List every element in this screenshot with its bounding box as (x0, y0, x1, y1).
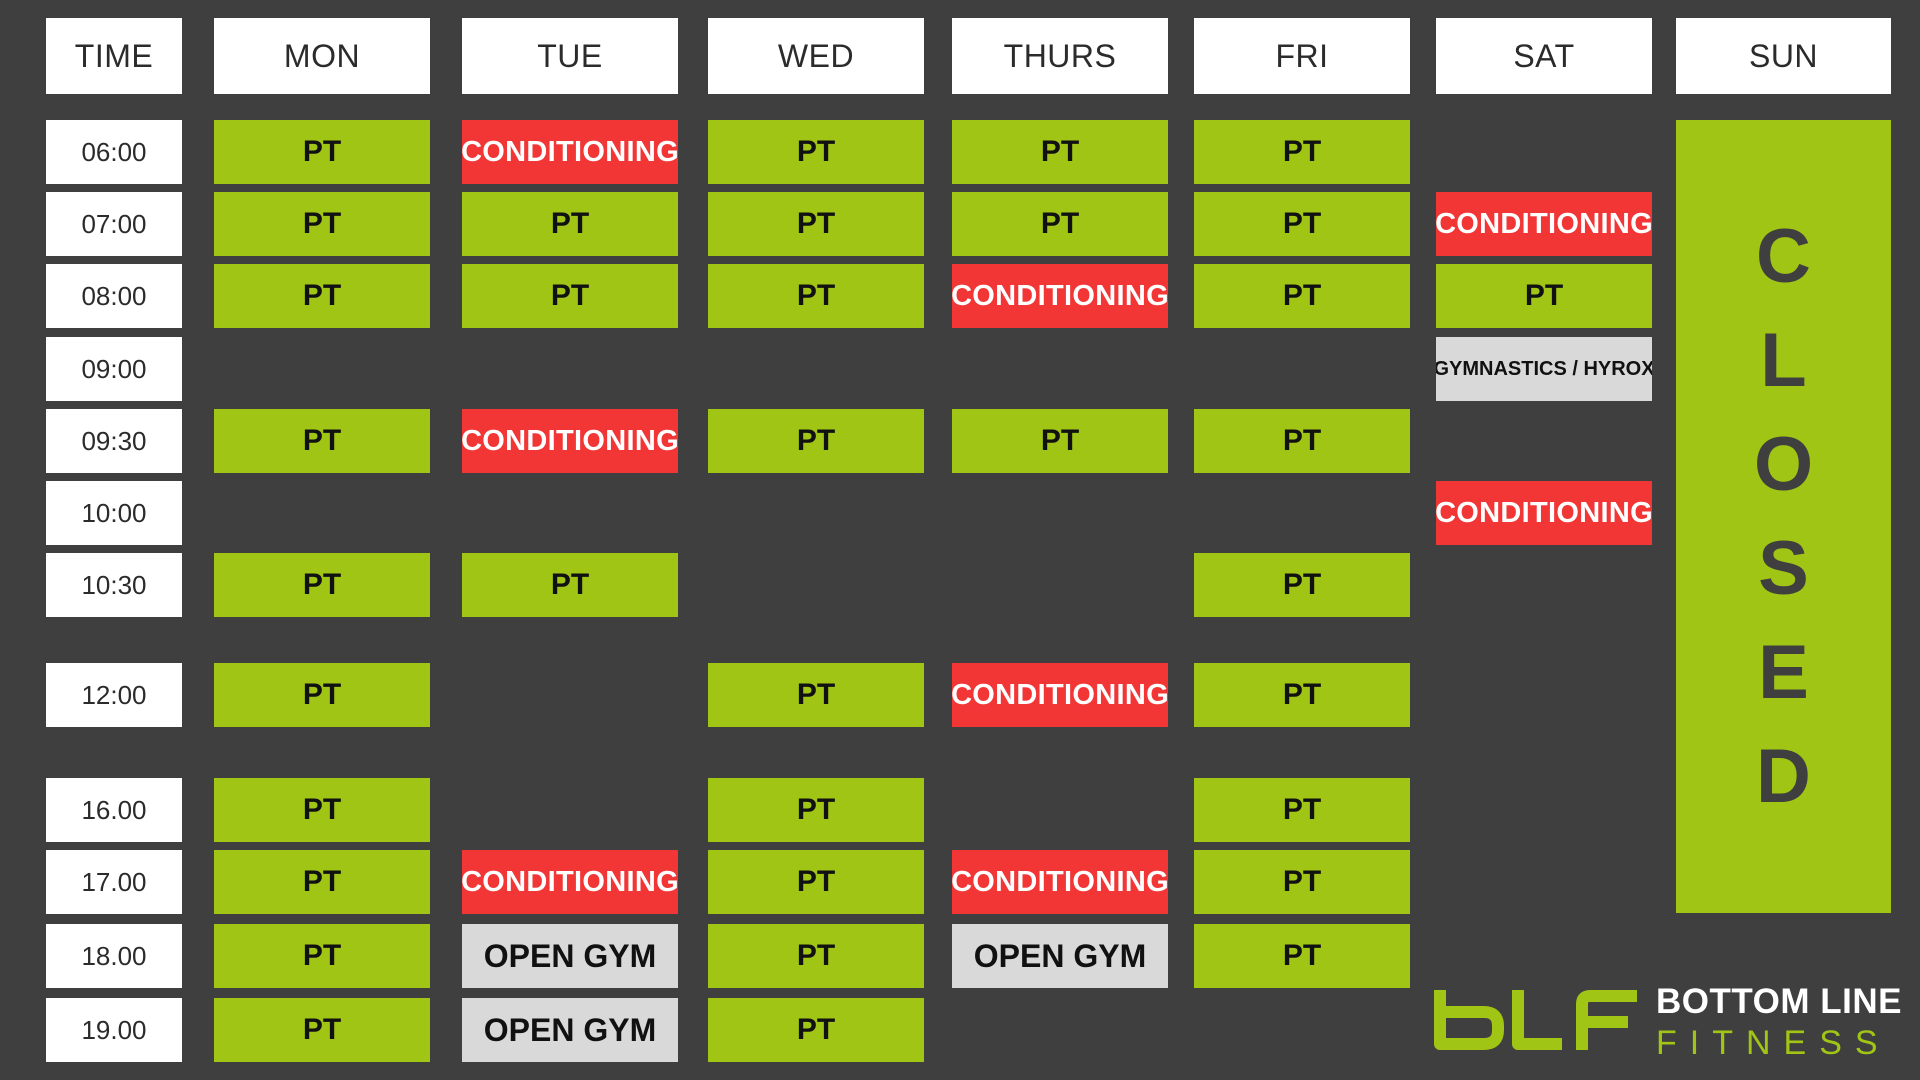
class-wed-16-00-pt: PT (708, 778, 924, 842)
class-wed-19-00-pt: PT (708, 998, 924, 1062)
class-sat-07-00-conditioning: CONDITIONING (1436, 192, 1652, 256)
header-mon: MON (214, 18, 430, 94)
class-fri-12-00-pt: PT (1194, 663, 1410, 727)
class-tue-09-30-conditioning: CONDITIONING (462, 409, 678, 473)
closed-letter: S (1758, 525, 1809, 611)
class-mon-19-00-pt: PT (214, 998, 430, 1062)
brand-name-line2: FITNESS (1656, 1024, 1891, 1062)
class-tue-10-30-pt: PT (462, 553, 678, 617)
closed-letter: C (1756, 213, 1811, 299)
closed-letter: L (1760, 317, 1807, 403)
class-wed-09-30-pt: PT (708, 409, 924, 473)
class-fri-07-00-pt: PT (1194, 192, 1410, 256)
class-mon-12-00-pt: PT (214, 663, 430, 727)
class-fri-16-00-pt: PT (1194, 778, 1410, 842)
class-mon-09-30-pt: PT (214, 409, 430, 473)
brand-logo: BOTTOM LINE FITNESS (1432, 982, 1902, 1062)
closed-letter: O (1753, 421, 1814, 507)
header-time: TIME (46, 18, 182, 94)
class-sat-09-00-gymnastics-hyrox: GYMNASTICS / HYROX (1436, 337, 1652, 401)
header-tue: TUE (462, 18, 678, 94)
class-tue-07-00-pt: PT (462, 192, 678, 256)
time-slot-08-00: 08:00 (46, 264, 182, 328)
time-slot-07-00: 07:00 (46, 192, 182, 256)
class-tue-06-00-conditioning: CONDITIONING (462, 120, 678, 184)
class-mon-08-00-pt: PT (214, 264, 430, 328)
header-sat: SAT (1436, 18, 1652, 94)
time-slot-17-00: 17.00 (46, 850, 182, 914)
class-fri-09-30-pt: PT (1194, 409, 1410, 473)
class-tue-19-00-open-gym: OPEN GYM (462, 998, 678, 1062)
time-slot-10-30: 10:30 (46, 553, 182, 617)
class-sat-10-00-conditioning: CONDITIONING (1436, 481, 1652, 545)
class-thurs-12-00-conditioning: CONDITIONING (952, 663, 1168, 727)
header-wed: WED (708, 18, 924, 94)
time-slot-09-30: 09:30 (46, 409, 182, 473)
class-mon-18-00-pt: PT (214, 924, 430, 988)
class-fri-17-00-pt: PT (1194, 850, 1410, 914)
class-thurs-06-00-pt: PT (952, 120, 1168, 184)
class-fri-10-30-pt: PT (1194, 553, 1410, 617)
header-thurs: THURS (952, 18, 1168, 94)
class-thurs-17-00-conditioning: CONDITIONING (952, 850, 1168, 914)
time-slot-10-00: 10:00 (46, 481, 182, 545)
time-slot-12-00: 12:00 (46, 663, 182, 727)
class-wed-17-00-pt: PT (708, 850, 924, 914)
class-mon-16-00-pt: PT (214, 778, 430, 842)
class-mon-17-00-pt: PT (214, 850, 430, 914)
header-fri: FRI (1194, 18, 1410, 94)
time-slot-18-00: 18.00 (46, 924, 182, 988)
class-fri-18-00-pt: PT (1194, 924, 1410, 988)
class-thurs-18-00-open-gym: OPEN GYM (952, 924, 1168, 988)
class-mon-10-30-pt: PT (214, 553, 430, 617)
header-sun: SUN (1676, 18, 1891, 94)
class-tue-17-00-conditioning: CONDITIONING (462, 850, 678, 914)
class-wed-08-00-pt: PT (708, 264, 924, 328)
class-mon-07-00-pt: PT (214, 192, 430, 256)
time-slot-16-00: 16.00 (46, 778, 182, 842)
class-thurs-07-00-pt: PT (952, 192, 1168, 256)
blf-logo-icon (1434, 990, 1637, 1050)
time-slot-06-00: 06:00 (46, 120, 182, 184)
class-thurs-08-00-conditioning: CONDITIONING (952, 264, 1168, 328)
class-thurs-09-30-pt: PT (952, 409, 1168, 473)
time-slot-19-00: 19.00 (46, 998, 182, 1062)
class-mon-06-00-pt: PT (214, 120, 430, 184)
time-slot-09-00: 09:00 (46, 337, 182, 401)
class-sat-08-00-pt: PT (1436, 264, 1652, 328)
brand-name-line1: BOTTOM LINE (1656, 982, 1902, 1021)
class-fri-06-00-pt: PT (1194, 120, 1410, 184)
class-wed-07-00-pt: PT (708, 192, 924, 256)
class-wed-18-00-pt: PT (708, 924, 924, 988)
closed-letter: E (1758, 629, 1809, 715)
class-wed-12-00-pt: PT (708, 663, 924, 727)
class-tue-18-00-open-gym: OPEN GYM (462, 924, 678, 988)
class-tue-08-00-pt: PT (462, 264, 678, 328)
closed-letter: D (1756, 733, 1811, 819)
class-fri-08-00-pt: PT (1194, 264, 1410, 328)
class-wed-06-00-pt: PT (708, 120, 924, 184)
